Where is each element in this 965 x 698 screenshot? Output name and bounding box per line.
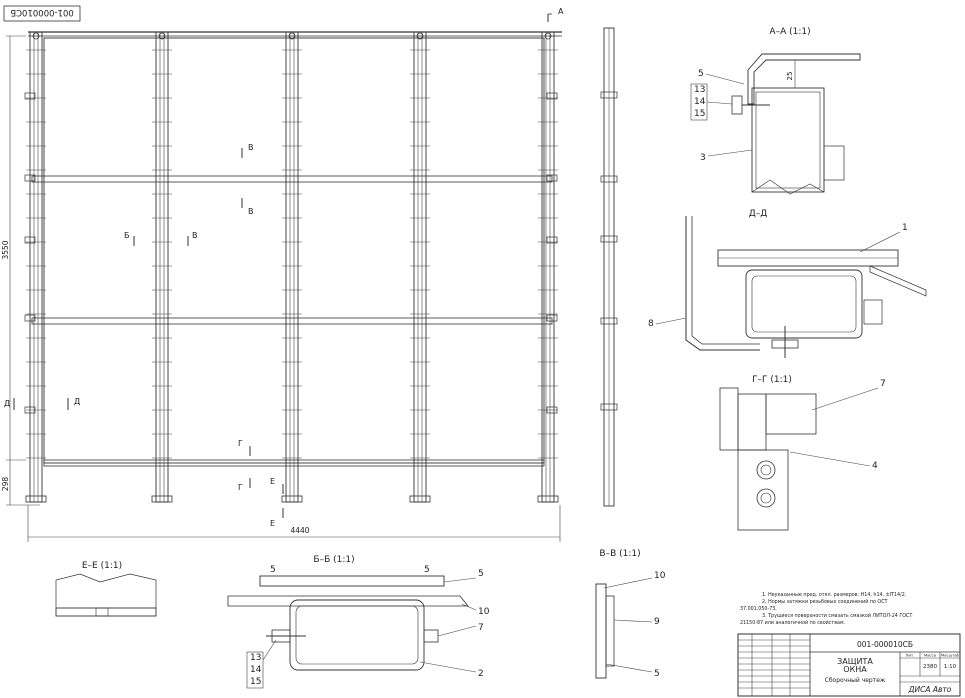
title-block: 001-000010СБ ЗАЩИТА ОКНА Сборочный черте… [737, 633, 961, 697]
main-front-view: 3550 298 4440 [1, 31, 562, 542]
bb-callout-7: 14 [250, 665, 262, 675]
view-ee-title: Е–Е (1:1) [82, 561, 122, 571]
section-dd: Д–Д 1 8 [648, 209, 927, 358]
tb-col-scale: Масштаб [941, 653, 960, 658]
aa-callout-3: 14 [694, 97, 706, 107]
gg-callout-1: 7 [880, 379, 886, 389]
fixing-bracket [24, 174, 36, 182]
stamp-box: 001-000010СБ [3, 5, 81, 22]
aa-callout-5: 3 [700, 153, 706, 163]
aa-callout-2: 13 [694, 85, 705, 95]
stamp-code: 001-000010СБ [10, 7, 74, 17]
bb-callout-1: 5 [270, 565, 276, 575]
gg-callout-2: 4 [872, 461, 878, 471]
tb-col-lit: Лит. [906, 653, 915, 658]
section-vv: В–В (1:1) 10 9 5 [595, 549, 666, 679]
mark-g-top: Г [238, 439, 243, 448]
mark-v-bottom: В [248, 207, 254, 216]
vv-callout-2: 9 [654, 617, 660, 627]
mark-d-right: Д [74, 397, 80, 406]
dim-width: 4440 [290, 526, 309, 535]
tb-doc-code: 001-000010СБ [857, 640, 913, 649]
bb-callout-5: 7 [478, 623, 484, 633]
vertical-post [409, 31, 431, 503]
section-aa: А–А (1:1) 25 5 13 14 15 3 [690, 27, 861, 195]
mark-b-left: Б [124, 231, 130, 240]
bb-callout-6: 13 [250, 653, 261, 663]
tb-title-2: ОКНА [843, 665, 867, 674]
technical-notes: 1. Неуказанные пред. откл. размеров: Н14… [740, 592, 912, 626]
view-bb-title: Б–Б (1:1) [313, 555, 354, 565]
side-view [600, 27, 618, 507]
bb-callout-3: 5 [478, 569, 484, 579]
note-3: 37.001.050-73. [740, 606, 777, 612]
dim-height: 3550 [1, 240, 10, 259]
fixing-bracket [546, 174, 558, 182]
view-vv-title: В–В (1:1) [599, 549, 640, 559]
tb-title-3: Сборочный чертеж [825, 677, 886, 684]
vv-callout-3: 5 [654, 669, 660, 679]
note-5: 21150-87 или аналогичной по свойствам. [740, 619, 845, 626]
bb-callout-2: 5 [424, 565, 430, 575]
bb-callout-4: 10 [478, 607, 490, 617]
vertical-post [281, 31, 303, 503]
note-2: 2. Нормы затяжки резьбовых соединений по… [762, 598, 888, 605]
vv-callout-1: 10 [654, 571, 666, 581]
dim-bottom-height: 298 [1, 477, 10, 492]
aa-dim: 25 [786, 72, 794, 81]
mark-d-left: Д [4, 399, 10, 408]
section-marks: А В В Б В Д Д Г Г Е Е [4, 7, 564, 528]
bb-callout-8: 15 [250, 677, 261, 687]
fixing-bracket [24, 314, 36, 322]
dd-callout-1: 1 [902, 223, 908, 233]
tb-title-1: ЗАЩИТА [837, 657, 873, 666]
fixing-bracket [24, 236, 36, 244]
view-aa-title: А–А (1:1) [769, 27, 810, 37]
mark-v-mid: В [192, 231, 198, 240]
bb-callout-9: 2 [478, 669, 484, 679]
tb-mass: 2380 [923, 664, 937, 670]
vertical-post [537, 31, 559, 503]
section-bb: Б–Б (1:1) 5 5 5 10 7 13 14 15 2 [227, 555, 490, 689]
vertical-post [151, 31, 173, 503]
note-1: 1. Неуказанные пред. откл. размеров: Н14… [762, 592, 906, 598]
view-dd-title: Д–Д [749, 209, 768, 219]
tb-company: ДИСА Авто [908, 685, 952, 694]
aa-callout-4: 15 [694, 109, 705, 119]
fixing-bracket [546, 236, 558, 244]
section-gg: Г–Г (1:1) 7 4 [719, 375, 886, 531]
mark-e-bottom: Е [270, 519, 275, 528]
view-gg-title: Г–Г (1:1) [752, 375, 792, 385]
mark-a: А [558, 7, 564, 16]
vertical-post [25, 31, 47, 503]
section-ee: Е–Е (1:1) [55, 561, 157, 617]
mark-g-bottom: Г [238, 483, 243, 492]
fixing-bracket [24, 92, 36, 100]
aa-callout-1: 5 [698, 69, 704, 79]
mark-v-top: В [248, 143, 254, 152]
mark-e-top: Е [270, 477, 275, 486]
note-4: 3. Трущиеся поверхности смазать смазкой … [762, 612, 912, 619]
tb-scale: 1:10 [944, 664, 957, 670]
tb-col-mass: Масса [924, 653, 936, 658]
fixing-bracket [546, 314, 558, 322]
fixing-bracket [546, 92, 558, 100]
dd-callout-2: 8 [648, 319, 654, 329]
